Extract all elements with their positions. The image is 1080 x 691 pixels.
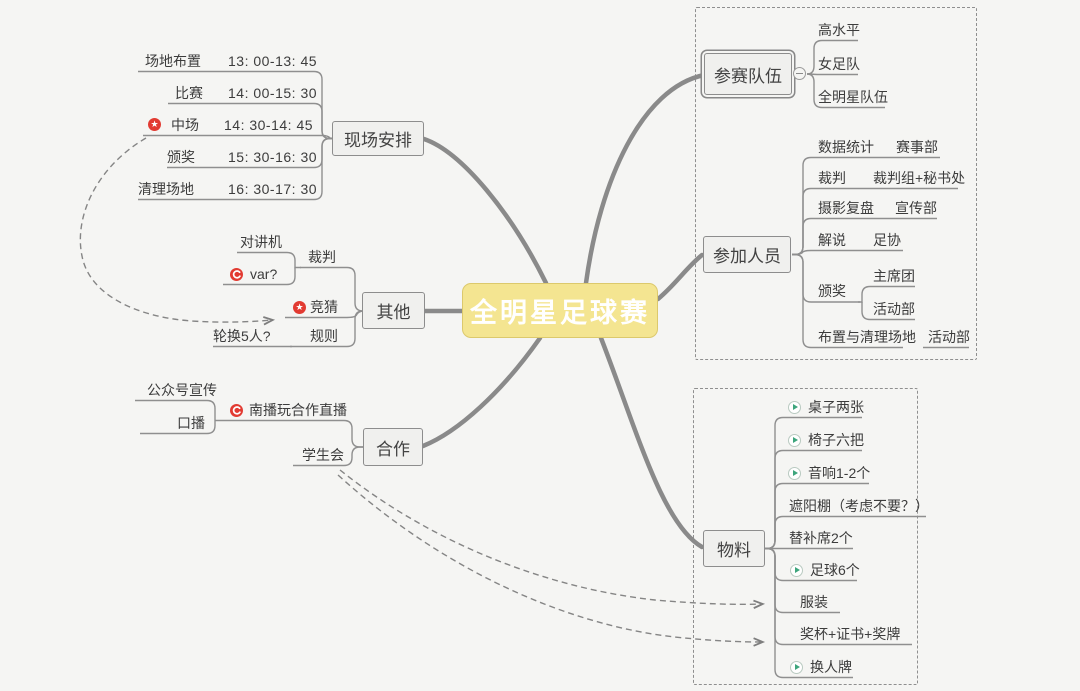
- branch-materials[interactable]: 物料: [703, 530, 765, 567]
- node-sunshade[interactable]: 遮阳棚（考虑不要？）: [789, 497, 929, 514]
- branch-curves: [420, 72, 707, 550]
- minus-glyph: [796, 72, 803, 75]
- node-football-assoc[interactable]: 足协: [873, 231, 901, 248]
- node-bench[interactable]: 替补席2个: [789, 529, 853, 546]
- collapse-minus-icon[interactable]: [793, 67, 806, 80]
- branch-other[interactable]: 其他: [362, 292, 425, 329]
- play-glyph: [792, 437, 798, 443]
- node-trophy-certificate-medal[interactable]: 奖杯+证书+奖牌: [800, 625, 901, 642]
- node-walkie-talkie[interactable]: 对讲机: [240, 233, 282, 250]
- node-venue-setup[interactable]: 场地布置: [145, 52, 201, 69]
- node-activity-dept-setup[interactable]: 活动部: [928, 328, 970, 345]
- branch-teams[interactable]: 参赛队伍: [704, 53, 792, 95]
- node-venue-cleanup[interactable]: 清理场地: [138, 180, 194, 197]
- play-icon: [788, 400, 801, 414]
- progress-glyph: [232, 405, 241, 415]
- node-rotation-5[interactable]: 轮换5人?: [213, 327, 271, 344]
- branch-scene[interactable]: 现场安排: [332, 121, 424, 156]
- play-glyph: [792, 404, 798, 410]
- node-match[interactable]: 比赛: [175, 84, 203, 101]
- node-high-level[interactable]: 高水平: [818, 21, 860, 38]
- time-award-ceremony[interactable]: 15: 30-16: 30: [228, 148, 318, 165]
- play-glyph: [794, 664, 800, 670]
- reference-arrows: [79, 137, 766, 647]
- node-tables[interactable]: 桌子两张: [808, 398, 864, 415]
- node-clothing[interactable]: 服装: [800, 593, 828, 610]
- progress-glyph: [232, 269, 241, 279]
- node-awarding[interactable]: 颁奖: [818, 283, 846, 299]
- node-womens-team[interactable]: 女足队: [818, 55, 860, 72]
- node-rules[interactable]: 规则: [310, 327, 338, 344]
- node-substitution-board[interactable]: 换人牌: [810, 658, 852, 675]
- node-coop-livestream[interactable]: 南播玩合作直播: [249, 401, 347, 418]
- play-icon: [788, 433, 801, 447]
- time-halftime[interactable]: 14: 30-14: 45: [224, 116, 314, 133]
- node-quiz[interactable]: 竞猜: [310, 298, 338, 315]
- progress-icon: [230, 403, 243, 417]
- node-referee-secretariat[interactable]: 裁判组+秘书处: [873, 169, 966, 186]
- node-activity-dept-award[interactable]: 活动部: [873, 300, 915, 317]
- node-halftime[interactable]: 中场: [171, 116, 199, 133]
- star-glyph: ★: [295, 301, 304, 312]
- node-award-ceremony[interactable]: 颁奖: [167, 148, 195, 165]
- time-venue-setup[interactable]: 13: 00-13: 45: [228, 52, 318, 69]
- star-icon: ★: [148, 118, 161, 131]
- node-chairs[interactable]: 椅子六把: [808, 431, 864, 448]
- node-setup-cleanup[interactable]: 布置与清理场地: [818, 328, 916, 345]
- star-icon: ★: [293, 300, 306, 314]
- branch-staff[interactable]: 参加人员: [703, 236, 791, 273]
- time-match[interactable]: 14: 00-15: 30: [228, 84, 318, 101]
- node-speakers[interactable]: 音响1-2个: [808, 464, 871, 481]
- central-topic[interactable]: 全明星足球赛: [462, 283, 658, 338]
- time-venue-cleanup[interactable]: 16: 30-17: 30: [228, 180, 318, 197]
- node-data-stats[interactable]: 数据统计: [818, 138, 874, 155]
- node-student-union[interactable]: 学生会: [302, 446, 344, 463]
- node-allstar-team[interactable]: 全明星队伍: [818, 88, 888, 105]
- node-oral-broadcast[interactable]: 口播: [177, 414, 205, 431]
- node-official-account[interactable]: 公众号宣传: [147, 382, 217, 398]
- node-footballs[interactable]: 足球6个: [810, 561, 860, 578]
- node-connectors: [135, 39, 969, 679]
- node-photo-review[interactable]: 摄影复盘: [818, 199, 874, 216]
- node-publicity-dept[interactable]: 宣传部: [895, 199, 937, 216]
- node-presidium[interactable]: 主席团: [873, 267, 915, 284]
- node-events-dept[interactable]: 赛事部: [896, 138, 938, 155]
- node-referee[interactable]: 裁判: [308, 248, 336, 265]
- node-var[interactable]: var?: [250, 265, 278, 282]
- group-box-right-top: [695, 7, 977, 360]
- node-staff-referee[interactable]: 裁判: [818, 169, 846, 186]
- star-glyph: ★: [150, 119, 159, 129]
- node-commentary[interactable]: 解说: [818, 231, 846, 248]
- play-icon: [790, 563, 803, 577]
- progress-icon: [230, 267, 243, 281]
- branch-coop[interactable]: 合作: [363, 428, 423, 466]
- group-box-right-bottom: [693, 388, 918, 685]
- play-glyph: [794, 567, 800, 573]
- play-icon: [788, 466, 801, 480]
- play-glyph: [792, 470, 798, 476]
- play-icon: [790, 660, 803, 674]
